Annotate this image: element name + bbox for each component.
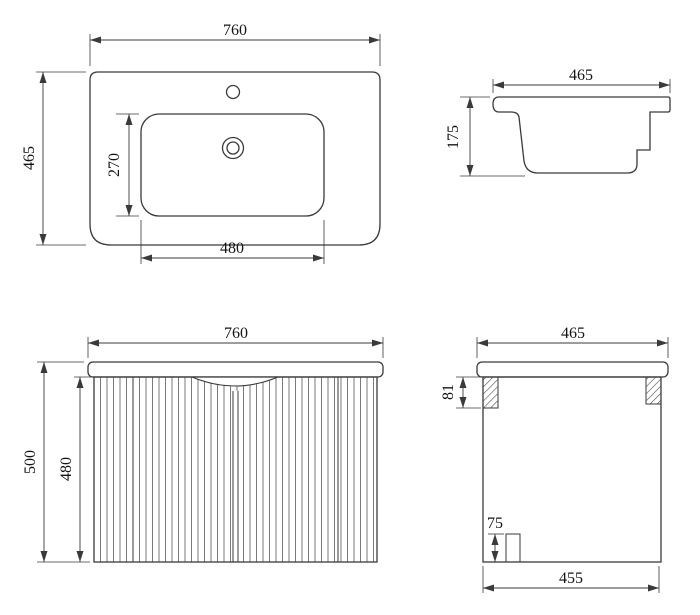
- dim-cabinet-side-depth: 465: [476, 325, 669, 358]
- dimension-label: 760: [224, 325, 248, 342]
- back-rail-section-hatched: [645, 376, 662, 405]
- cabinet-side-outline: [482, 376, 662, 563]
- dimension-label: 81: [440, 384, 457, 400]
- dim-basin-top-depth: 465: [21, 71, 86, 246]
- dim-basin-bowl-depth: 270: [106, 113, 139, 217]
- dimension-label: 175: [445, 125, 462, 149]
- drain-inner-circle: [226, 141, 240, 155]
- countertop-side: [476, 361, 669, 378]
- dimension-label: 465: [21, 146, 38, 170]
- dim-basin-bowl-width: 480: [140, 220, 325, 264]
- dimension-label: 480: [220, 240, 244, 257]
- faucet-hole: [225, 84, 241, 100]
- basin-bowl-outline: [140, 113, 325, 217]
- dimension-label: 480: [58, 457, 75, 481]
- dim-cabinet-total-height: 500: [22, 361, 90, 563]
- dimension-label: 270: [106, 153, 123, 177]
- dim-cabinet-body-height: 480: [58, 376, 92, 562]
- countertop-front: [87, 361, 384, 378]
- bottom-rail-step: [505, 533, 521, 562]
- basin-outer-outline: [89, 71, 381, 246]
- dimension-label: 75: [487, 515, 503, 532]
- cabinet-side-view: 465 81 75 455: [440, 325, 669, 593]
- basin-side-profile: [492, 96, 671, 174]
- dimension-label: 455: [559, 570, 583, 587]
- front-rail-section-hatched: [482, 376, 499, 409]
- cabinet-front-outline: [93, 376, 378, 563]
- dim-basin-side-height: 175: [445, 96, 525, 177]
- dim-basin-top-width: 760: [89, 22, 381, 66]
- dimension-label: 760: [223, 22, 247, 39]
- dim-rail-height: 81: [440, 376, 481, 409]
- dim-cabinet-front-width: 760: [87, 325, 384, 358]
- dim-basin-side-width: 465: [492, 67, 671, 93]
- dimension-label: 500: [22, 450, 39, 474]
- dim-kick-height: 75: [487, 515, 504, 562]
- dimension-label: 465: [569, 67, 593, 84]
- basin-side-view: 465 175: [445, 67, 671, 177]
- cabinet-front-view: 760 500 480: [22, 325, 384, 563]
- basin-top-view: 760 465 270 480: [21, 22, 381, 264]
- dimension-label: 465: [561, 325, 585, 342]
- dim-bottom-depth: 455: [482, 566, 660, 593]
- drain-outer-circle: [221, 136, 245, 160]
